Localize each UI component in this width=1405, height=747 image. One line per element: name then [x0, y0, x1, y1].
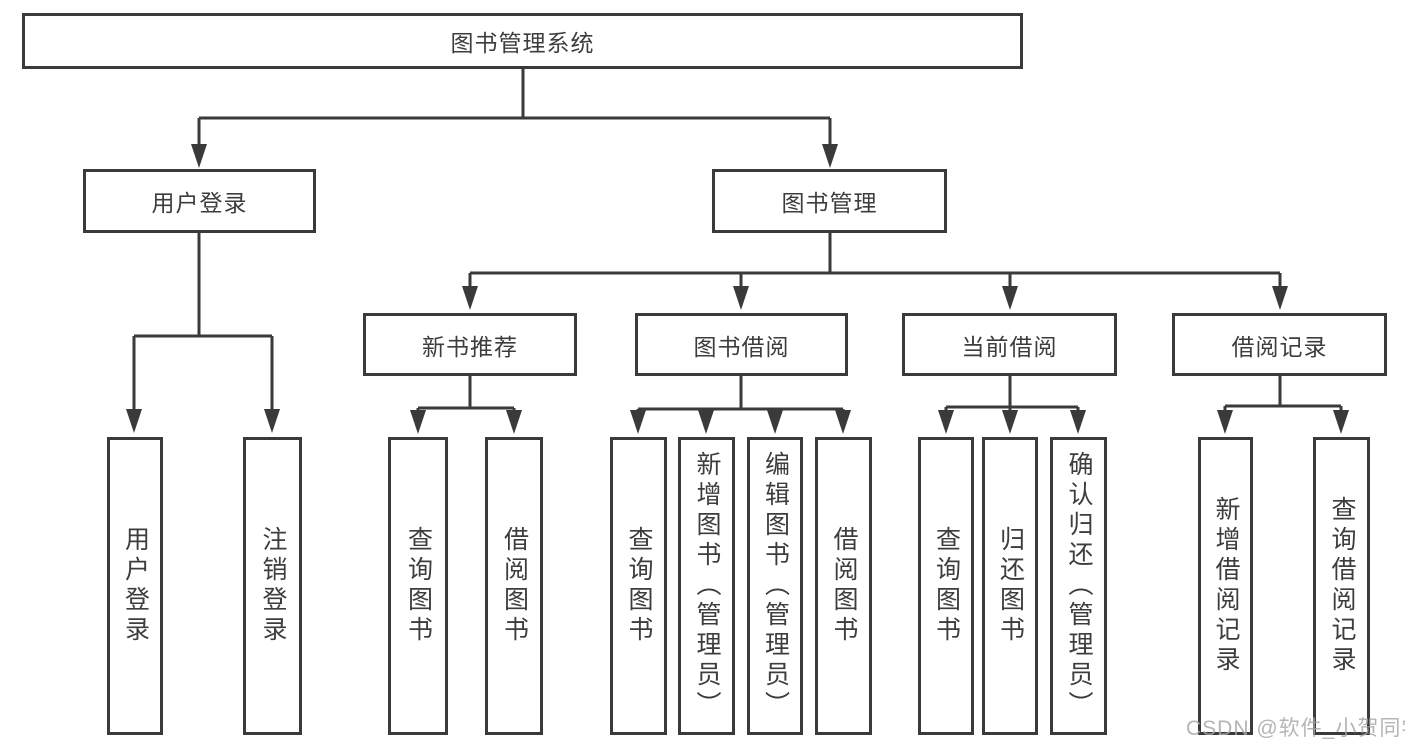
arrow-down-icon [938, 410, 954, 434]
arrow-down-icon [835, 410, 851, 434]
leaf-query-borrow-record: 查询借阅记录 [1313, 437, 1370, 735]
arrow-down-icon [410, 410, 426, 434]
arrow-down-icon [1333, 410, 1349, 434]
leaf-edit-book-admin: 编辑图书（管理员） [747, 437, 803, 735]
leaf-return-book: 归还图书 [982, 437, 1038, 735]
arrow-down-icon [1272, 286, 1288, 310]
leaf-borrow-book-2: 借阅图书 [815, 437, 872, 735]
watermark: CSDN @软件_小贺同学 [1186, 717, 1405, 740]
leaf-user-login: 用户登录 [107, 437, 163, 735]
arrow-down-icon [1002, 410, 1018, 434]
arrow-down-icon [1070, 410, 1086, 434]
arrow-down-icon [822, 144, 838, 168]
node-root: 图书管理系统 [22, 13, 1023, 69]
arrow-down-icon [191, 144, 207, 168]
arrow-down-icon [264, 409, 280, 433]
arrow-down-icon [126, 409, 142, 433]
leaf-query-book-3: 查询图书 [918, 437, 974, 735]
arrow-down-icon [767, 410, 783, 434]
leaf-add-book-admin: 新增图书（管理员） [678, 437, 735, 735]
arrow-down-icon [462, 286, 478, 310]
arrow-down-icon [733, 286, 749, 310]
arrow-down-icon [1217, 410, 1233, 434]
leaf-logout: 注销登录 [243, 437, 302, 735]
arrow-down-icon [698, 410, 714, 434]
arrow-down-icon [506, 410, 522, 434]
node-book-borrow: 图书借阅 [635, 313, 848, 376]
arrow-down-icon [1002, 286, 1018, 310]
node-borrow-records: 借阅记录 [1172, 313, 1387, 376]
node-current-borrow: 当前借阅 [902, 313, 1117, 376]
node-user-login: 用户登录 [83, 169, 316, 233]
arrow-down-icon [630, 410, 646, 434]
leaf-query-book-1: 查询图书 [388, 437, 448, 735]
leaf-borrow-book-1: 借阅图书 [485, 437, 543, 735]
leaf-add-borrow-record: 新增借阅记录 [1198, 437, 1253, 735]
leaf-query-book-2: 查询图书 [610, 437, 667, 735]
node-new-book-recommend: 新书推荐 [363, 313, 577, 376]
leaf-confirm-return-admin: 确认归还（管理员） [1050, 437, 1107, 735]
node-book-management: 图书管理 [712, 169, 947, 233]
